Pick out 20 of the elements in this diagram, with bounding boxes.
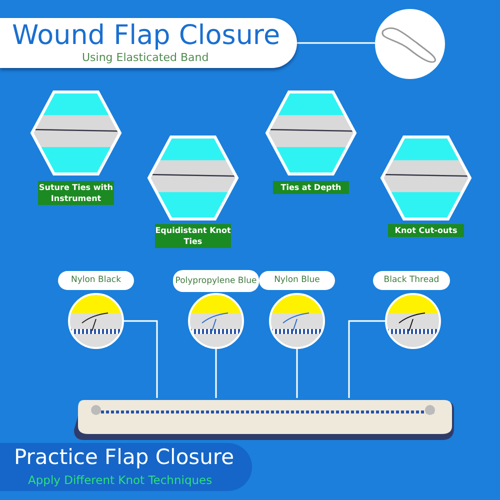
title-banner: [0, 18, 297, 68]
subtitle: Using Elasticated Band: [82, 51, 209, 64]
technique-label: Ties at Depth: [273, 181, 349, 194]
technique-label: Suture Ties with Instrument: [38, 181, 114, 205]
leader-line: [215, 349, 217, 398]
footer-title: Practice Flap Closure: [14, 445, 234, 469]
suture-pad-drawing: [74, 398, 456, 442]
technique-label: Equidistant Knot Ties: [155, 224, 231, 248]
material-label: Polypropylene Blue: [173, 270, 259, 292]
material-label: Nylon Blue: [259, 271, 335, 290]
footer-subtitle: Apply Different Knot Techniques: [28, 473, 212, 487]
material-label: Black Thread: [373, 271, 450, 290]
leader-line: [297, 42, 375, 44]
technique-label: Knot Cut-outs: [388, 224, 464, 237]
leader-line: [296, 349, 298, 398]
leader-line: [124, 320, 158, 398]
material-label: Nylon Black: [58, 271, 134, 290]
leader-line: [348, 320, 385, 398]
footer-banner: [0, 443, 252, 491]
title: Wound Flap Closure: [12, 20, 280, 51]
